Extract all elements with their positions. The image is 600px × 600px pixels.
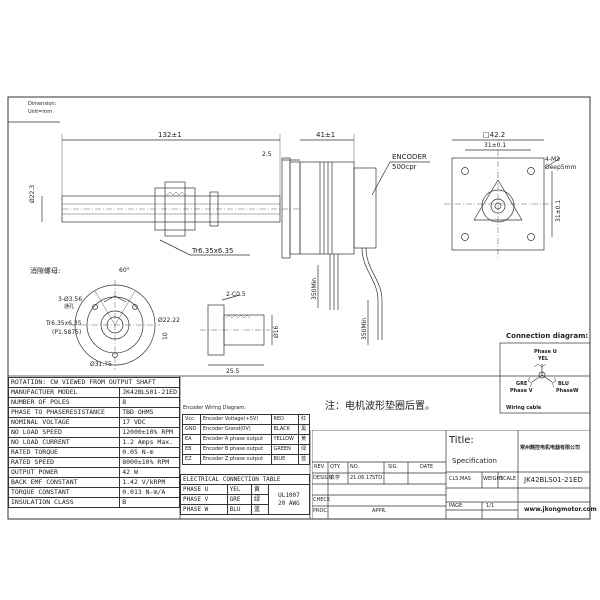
connection-diagram-frame [499, 342, 591, 414]
electrical-title: ELECTRICAL CONNECTION TABLE [180, 474, 310, 485]
nut-thread: Tr6.35x6.35 [46, 320, 82, 327]
nut-holes-cn: 通孔 [64, 304, 75, 310]
tb-appr: APPR. [372, 508, 387, 514]
tb-website: www.jkongmotor.com [524, 506, 597, 513]
tb-sig: SIG. [388, 464, 399, 470]
tb-std: STD. [372, 475, 384, 481]
motor-front-view [444, 139, 561, 258]
tb-designer: 袁学 [330, 475, 341, 481]
nut-side-length: 25.5 [226, 368, 240, 375]
tb-design-date: 21.06.17 [350, 475, 373, 481]
tb-cls-mas: CLS.MAS [449, 476, 471, 482]
tb-rev: REV. [314, 464, 325, 470]
tb-page-label: PAGE: [449, 503, 464, 509]
unit-label: Unit=mm [28, 109, 53, 115]
tb-date: DATE [420, 464, 434, 470]
motor-side-view [41, 134, 430, 345]
nut-side-view [200, 294, 273, 366]
screw-depth: Deep5mm [545, 164, 577, 171]
nut-outer-dia: Ø22.22 [158, 317, 180, 324]
nut-pcd: Ø31.75 [90, 361, 112, 368]
nut-section-view [70, 280, 160, 370]
screw-spec: 4-M3 [545, 156, 560, 163]
tb-weight: WEIGHT [483, 476, 504, 482]
nut-title: 消隙螺母: [30, 267, 61, 275]
lead1-length: 350Min [311, 277, 318, 300]
tb-page-value: 1/1 [486, 503, 495, 509]
wiring-cable-label: Wiring cable [506, 405, 542, 411]
tb-qty: QTY. [330, 464, 341, 470]
square-dim: □42.2 [483, 131, 506, 139]
flange-offset-dim: 2.5 [262, 151, 272, 158]
encoder-cpr-label: 500cpr [392, 163, 417, 171]
tb-design: DESIGN [313, 475, 333, 481]
shaft-dia-dim: Ø22.3 [29, 184, 36, 203]
gre-label: GRE [516, 381, 528, 387]
phase-v-label: Phase V [510, 388, 533, 394]
connection-title: Connection diagram: [506, 332, 589, 340]
hole-spacing-v: 31±0.1 [555, 199, 562, 222]
thread-label: Tr6.35x6.35 [192, 247, 234, 255]
overall-length-dim: 132±1 [158, 131, 182, 139]
tb-model: JK42BLS01-21ED [524, 476, 583, 484]
nut-pitch: (P1.5875) [52, 329, 82, 336]
encoder-wiring-title: Encoder Wiring Diagram: [183, 405, 246, 411]
body-length-dim: 41±1 [316, 131, 336, 139]
tb-no: NO. [350, 464, 360, 470]
tb-scale: SCALE [500, 476, 517, 482]
spec-header: ROTATION: CW VIEWED FROM OUTPUT SHAFT [8, 377, 180, 388]
blu-label: BLU [558, 381, 569, 387]
nut-holes: 3-Ø3.56 [58, 296, 83, 303]
title-block: REV. QTY. NO. SIG. DATE DESIGN 袁学 21.06.… [312, 430, 597, 519]
note-cn: 注：电机波形垫圈后置。 [325, 401, 435, 412]
cable-awg: 20 AWG [278, 499, 300, 507]
yel-label: YEL [538, 356, 549, 362]
spec-table: ROTATION: CW VIEWED FROM OUTPUT SHAFT MA… [7, 377, 180, 508]
tb-specification: Specification [452, 457, 497, 465]
tb-check: CHECK [313, 497, 331, 503]
tb-proc: PROC. [313, 508, 329, 514]
phase-w-label: PhaseW [556, 388, 579, 394]
hole-spacing-h: 31±0.1 [484, 142, 507, 149]
phase-u-label: Phase U [534, 349, 557, 355]
nut-height: 10 [162, 332, 169, 340]
nut-side-dia: Ø16 [273, 325, 280, 338]
nut-chamfer: 2-C0.5 [226, 291, 246, 298]
lead2-length: 350Min [361, 317, 368, 340]
tb-company: 常州精控电机电器有限公司 [520, 445, 581, 451]
dimension-label: Dimension: [28, 101, 57, 107]
cable-type: UL1007 [278, 491, 300, 499]
nut-angle: 60° [119, 267, 130, 274]
encoder-label: ENCODER [392, 153, 427, 161]
tb-title-label: Title: [449, 435, 474, 446]
